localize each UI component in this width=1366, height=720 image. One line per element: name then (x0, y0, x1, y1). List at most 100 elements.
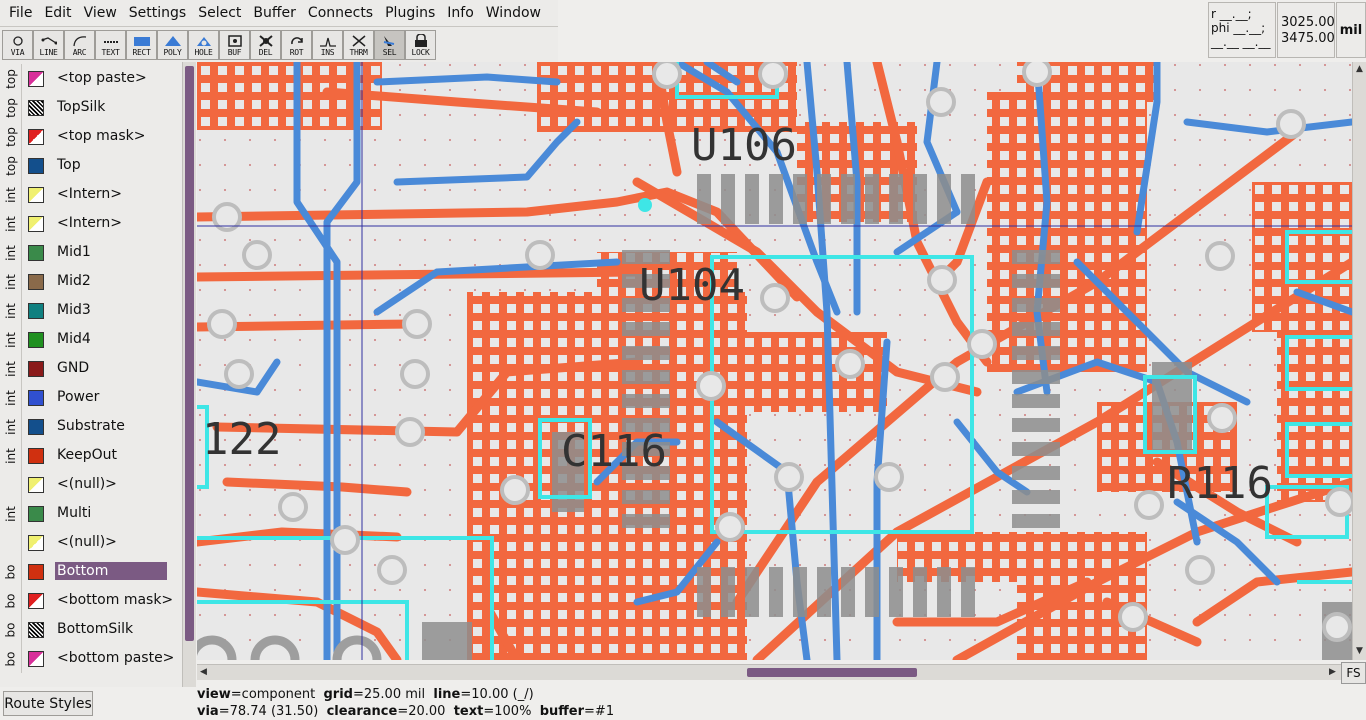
layer-name[interactable]: GND (57, 360, 90, 376)
layer-name[interactable]: <top mask> (57, 128, 146, 144)
layer-color-swatch[interactable] (28, 332, 44, 348)
tool-lock-button[interactable]: LOCK (405, 30, 436, 60)
route-styles-button[interactable]: Route Styles (3, 691, 93, 716)
scroll-left-arrow-icon[interactable]: ◀ (200, 667, 207, 677)
layer-color-swatch[interactable] (28, 361, 44, 377)
layer-row[interactable]: int<Intern> (0, 209, 180, 238)
horizontal-scroll-thumb[interactable] (747, 668, 917, 677)
tool-rot-button[interactable]: ROT (281, 30, 312, 60)
layer-color-swatch[interactable] (28, 564, 44, 580)
layer-row[interactable]: int<Intern> (0, 180, 180, 209)
layer-color-swatch[interactable] (28, 71, 44, 87)
layer-color-swatch[interactable] (28, 448, 44, 464)
tool-via-button[interactable]: VIA (2, 30, 33, 60)
layer-name[interactable]: Top (57, 157, 81, 173)
layer-name[interactable]: Mid1 (57, 244, 91, 260)
layer-color-swatch[interactable] (28, 100, 44, 116)
menu-info[interactable]: Info (447, 5, 474, 21)
layer-color-swatch[interactable] (28, 477, 44, 493)
layer-name[interactable]: Mid3 (57, 302, 91, 318)
layer-color-swatch[interactable] (28, 622, 44, 638)
layer-name[interactable]: Mid2 (57, 273, 91, 289)
tool-ins-button[interactable]: INS (312, 30, 343, 60)
layer-color-swatch[interactable] (28, 593, 44, 609)
scroll-up-arrow-icon[interactable]: ▲ (1356, 64, 1363, 74)
tool-buf-button[interactable]: BUF (219, 30, 250, 60)
layer-color-swatch[interactable] (28, 274, 44, 290)
layer-color-swatch[interactable] (28, 535, 44, 551)
layer-color-swatch[interactable] (28, 506, 44, 522)
layer-name[interactable]: KeepOut (57, 447, 117, 463)
menu-plugins[interactable]: Plugins (385, 5, 436, 21)
tool-poly-button[interactable]: POLY (157, 30, 188, 60)
layer-name[interactable]: <(null)> (57, 476, 117, 492)
menu-buffer[interactable]: Buffer (253, 5, 296, 21)
tool-rect-button[interactable]: RECT (126, 30, 157, 60)
layer-name[interactable]: <Intern> (57, 186, 122, 202)
tool-del-button[interactable]: DEL (250, 30, 281, 60)
layer-name[interactable]: <top paste> (57, 70, 147, 86)
layer-color-swatch[interactable] (28, 651, 44, 667)
layer-name[interactable]: Power (57, 389, 100, 405)
tool-line-button[interactable]: LINE (33, 30, 64, 60)
layer-color-swatch[interactable] (28, 419, 44, 435)
layer-name[interactable]: Substrate (57, 418, 125, 434)
menu-settings[interactable]: Settings (128, 5, 187, 21)
layer-color-swatch[interactable] (28, 390, 44, 406)
layer-name[interactable]: Bottom (55, 562, 167, 580)
layer-color-swatch[interactable] (28, 245, 44, 261)
layer-name[interactable]: Multi (57, 505, 92, 521)
menu-view[interactable]: View (83, 5, 117, 21)
layer-name[interactable]: Mid4 (57, 331, 91, 347)
layer-color-swatch[interactable] (28, 158, 44, 174)
unit-toggle-button[interactable]: mil (1336, 2, 1366, 58)
menu-edit[interactable]: Edit (44, 5, 72, 21)
layer-name[interactable]: <bottom paste> (57, 650, 175, 666)
layer-name[interactable]: <Intern> (57, 215, 122, 231)
layer-name[interactable]: TopSilk (57, 99, 106, 115)
scroll-down-arrow-icon[interactable]: ▼ (1356, 646, 1363, 656)
tool-hole-button[interactable]: HOLE (188, 30, 219, 60)
pcb-canvas[interactable]: U106 U104 C116 R116 122 (197, 62, 1352, 660)
layer-panel-scroll-thumb[interactable] (185, 66, 194, 641)
layer-row[interactable]: top<top mask> (0, 122, 180, 151)
menu-connects[interactable]: Connects (307, 5, 374, 21)
layer-row[interactable]: bo<bottom paste> (0, 644, 180, 673)
menu-file[interactable]: File (9, 5, 33, 21)
canvas-horizontal-scrollbar[interactable]: ◀ ▶ (197, 664, 1341, 680)
fullscreen-button[interactable]: FS (1341, 662, 1366, 684)
tool-text-button[interactable]: TEXT (95, 30, 126, 60)
layer-name[interactable]: <bottom mask> (57, 592, 174, 608)
menu-select[interactable]: Select (198, 5, 242, 21)
layer-row[interactable]: top<top paste> (0, 64, 180, 93)
layer-row[interactable]: <(null)> (0, 528, 180, 557)
layer-row[interactable]: <(null)> (0, 470, 180, 499)
layer-color-swatch[interactable] (28, 303, 44, 319)
scroll-right-arrow-icon[interactable]: ▶ (1329, 667, 1336, 677)
layer-panel-scrollbar[interactable] (182, 62, 196, 687)
layer-name[interactable]: BottomSilk (57, 621, 134, 637)
layer-name[interactable]: <(null)> (57, 534, 117, 550)
layer-color-swatch[interactable] (28, 187, 44, 203)
canvas-vertical-scrollbar[interactable]: ▲ ▼ (1352, 62, 1366, 660)
tool-thrm-button[interactable]: THRM (343, 30, 374, 60)
layer-color-swatch[interactable] (28, 216, 44, 232)
tool-arc-button[interactable]: ARC (64, 30, 95, 60)
layer-color-swatch[interactable] (28, 129, 44, 145)
menu-window[interactable]: Window (485, 5, 541, 21)
layer-row[interactable]: bo<bottom mask> (0, 586, 180, 615)
tool-sel-button[interactable]: SEL (374, 30, 405, 60)
